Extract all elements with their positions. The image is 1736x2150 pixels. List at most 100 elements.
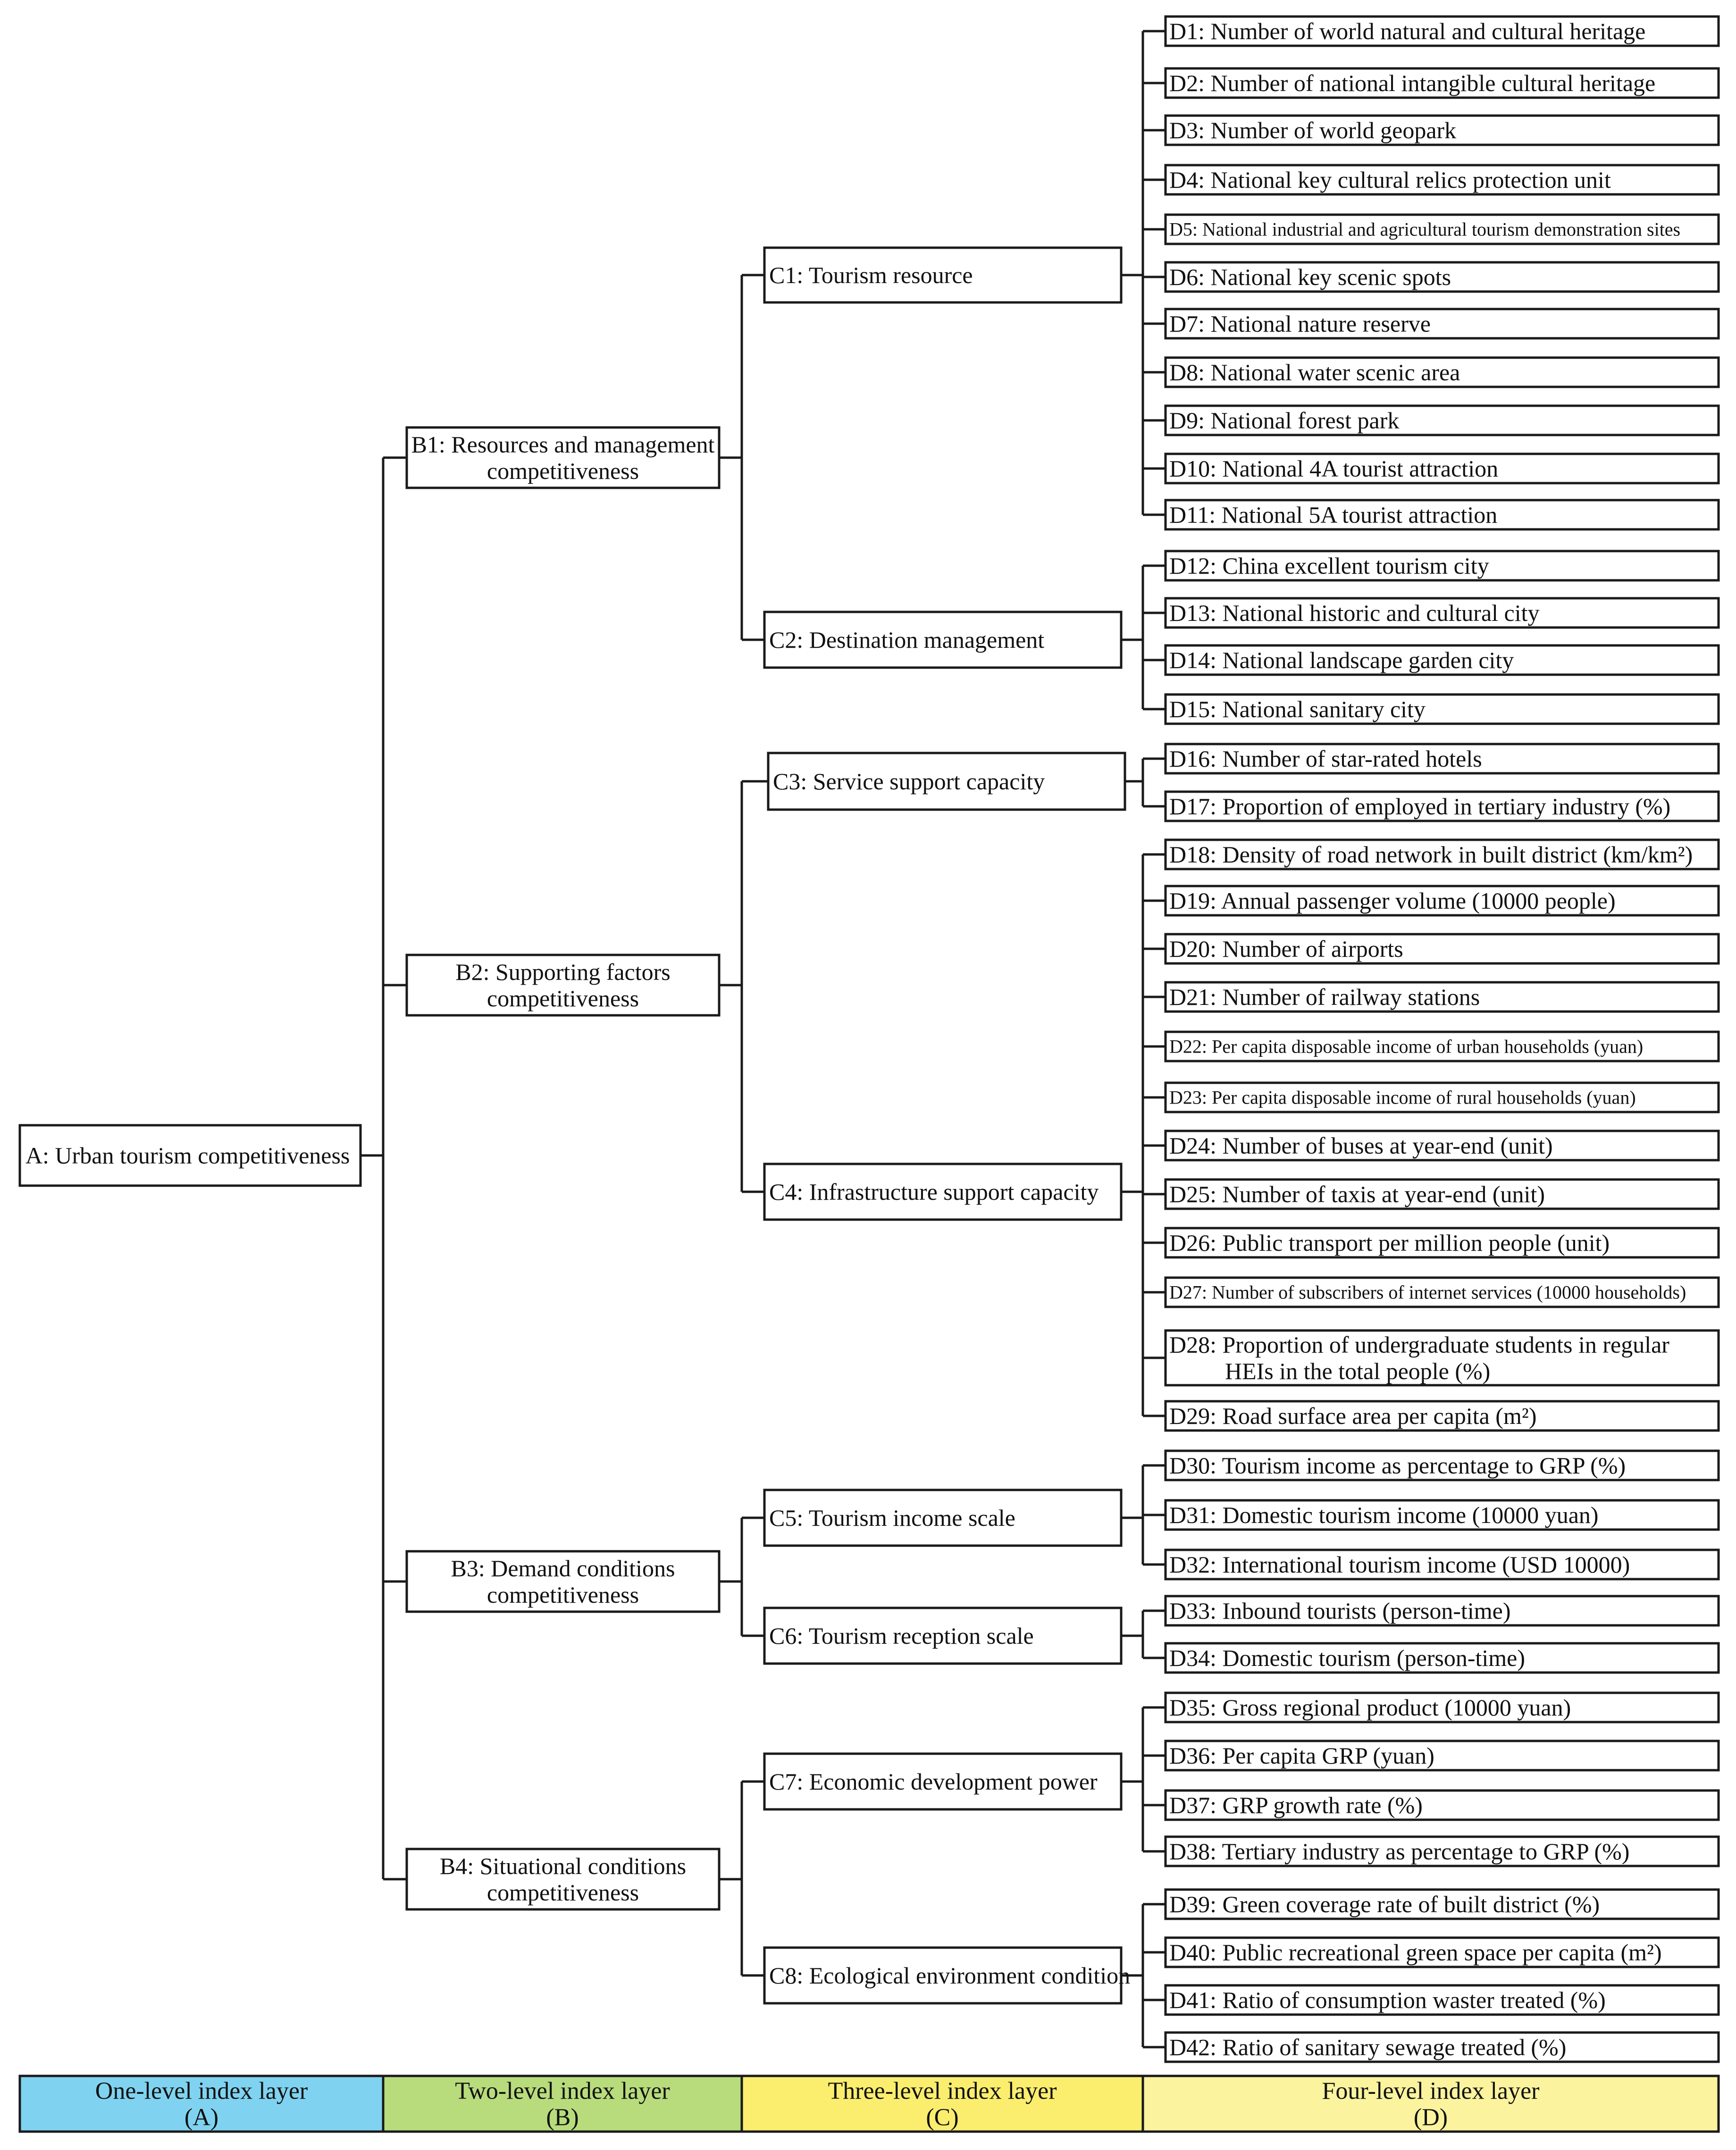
node-box-d39 <box>1164 1888 1720 1920</box>
index-nodes: A: Urban tourism competitiveness B1: Reso… <box>18 15 1720 2063</box>
node-label-c3: C3: Service support capacity <box>773 768 1045 795</box>
node-label-c4: C4: Infrastructure support capacity <box>769 1179 1099 1205</box>
node-label-d20: D20: Number of airports <box>1169 936 1403 962</box>
node-box-d11 <box>1164 499 1720 531</box>
node-d32: D32: International tourism income (USD 1… <box>1164 1548 1720 1581</box>
node-box-d42 <box>1164 2031 1720 2063</box>
node-label-d29: D29: Road surface area per capita (m²) <box>1169 1403 1537 1429</box>
node-c7: C7: Economic development power <box>763 1752 1123 1811</box>
node-d33: D33: Inbound tourists (person-time) <box>1164 1595 1720 1627</box>
node-d41: D41: Ratio of consumption waster treated… <box>1164 1984 1720 2016</box>
legend-label: Three-level index layer <box>828 2078 1057 2105</box>
node-d4: D4: National key cultural relics protect… <box>1164 164 1720 196</box>
node-label-d37: D37: GRP growth rate (%) <box>1169 1792 1423 1818</box>
node-box-d4 <box>1164 164 1720 196</box>
node-d21: D21: Number of railway stations <box>1164 981 1720 1013</box>
node-label-d38: D38: Tertiary industry as percentage to … <box>1169 1838 1629 1865</box>
node-d13: D13: National historic and cultural city <box>1164 597 1720 629</box>
legend-label: Four-level index layer <box>1322 2078 1539 2105</box>
node-b1: B1: Resources and managementcompetitiven… <box>405 426 721 489</box>
node-label-d23: D23: Per capita disposable income of rur… <box>1169 1087 1636 1108</box>
node-d25: D25: Number of taxis at year-end (unit) <box>1164 1178 1720 1210</box>
node-box-d16 <box>1164 743 1720 775</box>
node-box-d1 <box>1164 15 1720 47</box>
node-box-c6 <box>763 1606 1123 1665</box>
node-box-d26 <box>1164 1227 1720 1259</box>
node-d22: D22: Per capita disposable income of urb… <box>1164 1030 1720 1062</box>
node-d36: D36: Per capita GRP (yuan) <box>1164 1740 1720 1772</box>
node-label-b1: competitiveness <box>487 458 639 484</box>
node-box-d32 <box>1164 1548 1720 1581</box>
node-box-d17 <box>1164 790 1720 822</box>
node-d38: D38: Tertiary industry as percentage to … <box>1164 1835 1720 1867</box>
node-box-b3 <box>405 1550 721 1613</box>
connector-lines <box>361 30 1166 2049</box>
node-box-d29 <box>1164 1400 1720 1432</box>
node-label-c8: C8: Ecological environment condition <box>769 1962 1130 1989</box>
node-label-c2: C2: Destination management <box>769 627 1044 653</box>
node-box-d36 <box>1164 1740 1720 1772</box>
legend-swatch <box>18 2075 385 2133</box>
node-d11: D11: National 5A tourist attraction <box>1164 499 1720 531</box>
node-label-a: A: Urban tourism competitiveness <box>25 1142 350 1169</box>
node-box-d25 <box>1164 1178 1720 1210</box>
node-box-b1 <box>405 426 721 489</box>
node-label-d27: D27: Number of subscribers of internet s… <box>1169 1282 1686 1303</box>
node-label-d42: D42: Ratio of sanitary sewage treated (%… <box>1169 2034 1566 2060</box>
node-box-d38 <box>1164 1835 1720 1867</box>
node-box-d18 <box>1164 838 1720 870</box>
node-label-d41: D41: Ratio of consumption waster treated… <box>1169 1987 1606 2013</box>
node-box-d5 <box>1164 213 1720 245</box>
node-box-a <box>18 1124 362 1187</box>
node-box-d2 <box>1164 67 1720 99</box>
node-box-d6 <box>1164 261 1720 293</box>
node-label-d24: D24: Number of buses at year-end (unit) <box>1169 1132 1553 1159</box>
node-box-c3 <box>767 752 1126 811</box>
node-label-d1: D1: Number of world natural and cultural… <box>1169 18 1645 44</box>
node-c3: C3: Service support capacity <box>767 752 1126 811</box>
node-d9: D9: National forest park <box>1164 404 1720 436</box>
node-label-d10: D10: National 4A tourist attraction <box>1169 455 1498 482</box>
node-label-d31: D31: Domestic tourism income (10000 yuan… <box>1169 1502 1599 1528</box>
node-d18: D18: Density of road network in built di… <box>1164 838 1720 870</box>
node-d42: D42: Ratio of sanitary sewage treated (%… <box>1164 2031 1720 2063</box>
node-box-d22 <box>1164 1030 1720 1062</box>
node-box-d30 <box>1164 1449 1720 1481</box>
layer-legend: One-level index layer(A)Two-level index … <box>18 2075 1720 2133</box>
node-label-d35: D35: Gross regional product (10000 yuan) <box>1169 1694 1571 1721</box>
node-d7: D7: National nature reserve <box>1164 308 1720 340</box>
node-box-d7 <box>1164 308 1720 340</box>
legend-label: (C) <box>926 2104 958 2131</box>
node-box-c4 <box>763 1163 1123 1221</box>
node-box-d41 <box>1164 1984 1720 2016</box>
node-c4: C4: Infrastructure support capacity <box>763 1163 1123 1221</box>
node-box-d13 <box>1164 597 1720 629</box>
node-label-d22: D22: Per capita disposable income of urb… <box>1169 1036 1643 1057</box>
node-d39: D39: Green coverage rate of built distri… <box>1164 1888 1720 1920</box>
node-label-d11: D11: National 5A tourist attraction <box>1169 502 1497 528</box>
legend-label: (D) <box>1414 2104 1448 2131</box>
node-box-d12 <box>1164 550 1720 582</box>
node-label-d3: D3: Number of world geopark <box>1169 117 1456 143</box>
node-label-d36: D36: Per capita GRP (yuan) <box>1169 1742 1434 1769</box>
node-d1: D1: Number of world natural and cultural… <box>1164 15 1720 47</box>
legend-label: One-level index layer <box>95 2078 308 2105</box>
node-label-d40: D40: Public recreational green space per… <box>1169 1939 1662 1966</box>
node-d20: D20: Number of airports <box>1164 933 1720 965</box>
node-label-d21: D21: Number of railway stations <box>1169 984 1480 1010</box>
node-box-d28 <box>1164 1329 1720 1387</box>
node-label-d19: D19: Annual passenger volume (10000 peop… <box>1169 887 1616 914</box>
node-label-d32: D32: International tourism income (USD 1… <box>1169 1551 1630 1578</box>
legend-swatch <box>1141 2075 1720 2133</box>
node-label-d14: D14: National landscape garden city <box>1169 647 1514 673</box>
node-d8: D8: National water scenic area <box>1164 356 1720 388</box>
node-d27: D27: Number of subscribers of internet s… <box>1164 1276 1720 1308</box>
node-d35: D35: Gross regional product (10000 yuan) <box>1164 1691 1720 1723</box>
node-box-c1 <box>763 246 1123 304</box>
node-box-d21 <box>1164 981 1720 1013</box>
node-label-d5: D5: National industrial and agricultural… <box>1169 219 1680 240</box>
node-d28: D28: Proportion of undergraduate student… <box>1164 1329 1720 1387</box>
node-box-d27 <box>1164 1276 1720 1308</box>
node-box-d10 <box>1164 452 1720 485</box>
